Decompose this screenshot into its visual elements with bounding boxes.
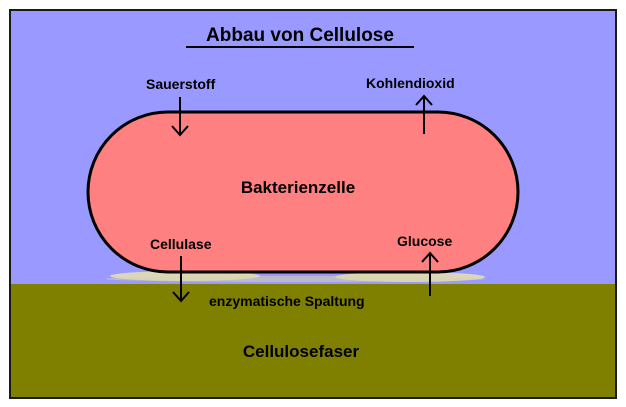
cellulose-fiber-label: Cellulosefaser bbox=[243, 342, 360, 361]
glucose-label: Glucose bbox=[397, 233, 452, 249]
diagram-title: Abbau von Cellulose bbox=[206, 25, 394, 46]
bacterial-cell-label: Bakterienzelle bbox=[241, 178, 355, 197]
cellulase-label: Cellulase bbox=[150, 236, 212, 252]
enzymatic-cleavage-label: enzymatische Spaltung bbox=[209, 293, 365, 309]
oxygen-label: Sauerstoff bbox=[146, 76, 216, 92]
co2-label: Kohlendioxid bbox=[366, 75, 455, 91]
